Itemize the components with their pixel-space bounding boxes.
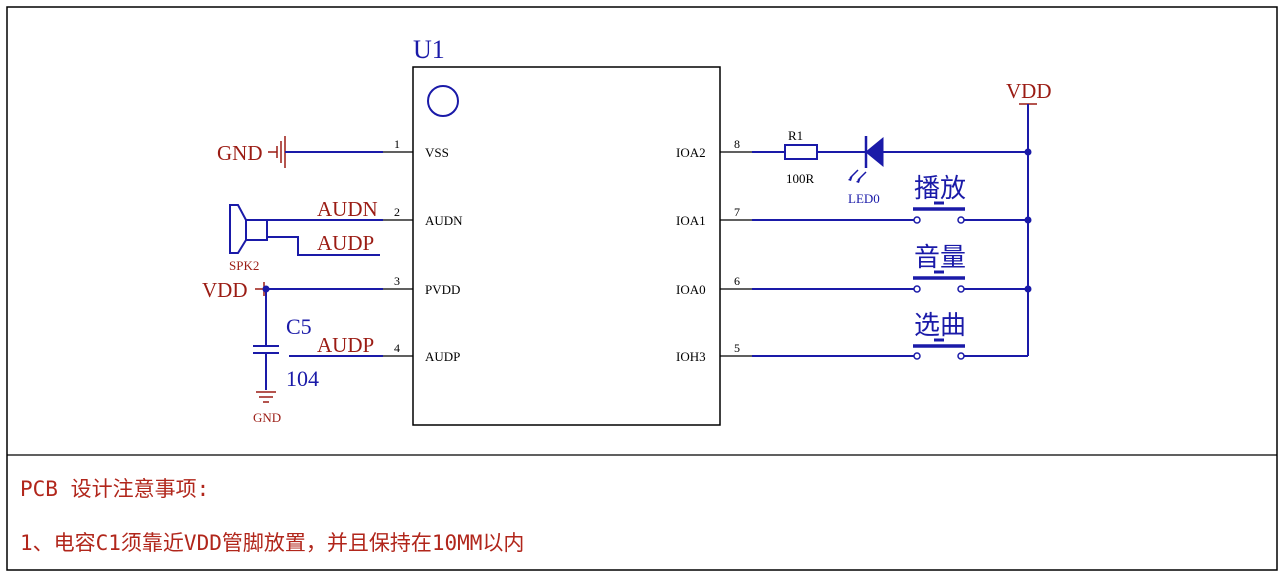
pin5-number: 5 bbox=[734, 341, 740, 355]
pin2-name: AUDN bbox=[425, 213, 463, 228]
wire-speaker-audp bbox=[267, 236, 380, 256]
pin1-marker bbox=[427, 85, 459, 117]
pin1-name: VSS bbox=[425, 145, 449, 160]
cap-ref-label: C5 bbox=[286, 314, 312, 339]
chip-ref-label: U1 bbox=[413, 35, 445, 64]
gnd-net-label-left: GND bbox=[217, 141, 263, 165]
ground-symbol-left bbox=[268, 136, 286, 168]
play-button-symbol bbox=[913, 201, 965, 224]
select-button-symbol bbox=[913, 338, 965, 360]
resistor-value-label: 100R bbox=[786, 171, 815, 186]
pin2-number: 2 bbox=[394, 205, 400, 219]
resistor-ref-label: R1 bbox=[788, 128, 803, 143]
pin4-number: 4 bbox=[394, 341, 400, 355]
volume-button-label: 音量 bbox=[914, 243, 966, 272]
pin5-name: IOH3 bbox=[676, 349, 706, 364]
pin6-name: IOA0 bbox=[676, 282, 706, 297]
audp-net-label-speaker: AUDP bbox=[317, 231, 374, 255]
pin8-number: 8 bbox=[734, 137, 740, 151]
play-button-label: 播放 bbox=[914, 174, 966, 203]
pin4-name: AUDP bbox=[425, 349, 460, 364]
vdd-net-label-right: VDD bbox=[1006, 79, 1052, 103]
pin3-number: 3 bbox=[394, 274, 400, 288]
ground-symbol-cap bbox=[256, 391, 276, 403]
select-button-label: 选曲 bbox=[914, 311, 966, 340]
outer-frame bbox=[6, 6, 1278, 571]
speaker-ref-label: SPK2 bbox=[229, 258, 259, 273]
volume-button-symbol bbox=[913, 270, 965, 293]
pin7-name: IOA1 bbox=[676, 213, 706, 228]
vdd-net-label-left: VDD bbox=[202, 278, 248, 302]
cap-value-label: 104 bbox=[286, 366, 319, 391]
gnd-net-label-cap: GND bbox=[253, 410, 281, 425]
pin3-name: PVDD bbox=[425, 282, 460, 297]
notes-line-1: 1、电容C1须靠近VDD管脚放置，并且保持在10MM以内 bbox=[20, 531, 524, 555]
pin8-name: IOA2 bbox=[676, 145, 706, 160]
led-ref-label: LED0 bbox=[848, 191, 880, 206]
resistor-r1 bbox=[784, 144, 818, 160]
chip-body bbox=[412, 66, 721, 426]
junction-vdd-play bbox=[1024, 216, 1032, 224]
pin1-number: 1 bbox=[394, 137, 400, 151]
notes-heading: PCB 设计注意事项: bbox=[20, 477, 209, 501]
audp-net-label-pin4: AUDP bbox=[317, 333, 374, 357]
pin7-number: 7 bbox=[734, 205, 740, 219]
junction-vdd-led bbox=[1024, 148, 1032, 156]
led-symbol bbox=[848, 136, 884, 183]
junction-vdd-volume bbox=[1024, 285, 1032, 293]
audn-net-label: AUDN bbox=[317, 197, 378, 221]
speaker-symbol bbox=[229, 204, 268, 254]
pin6-number: 6 bbox=[734, 274, 740, 288]
